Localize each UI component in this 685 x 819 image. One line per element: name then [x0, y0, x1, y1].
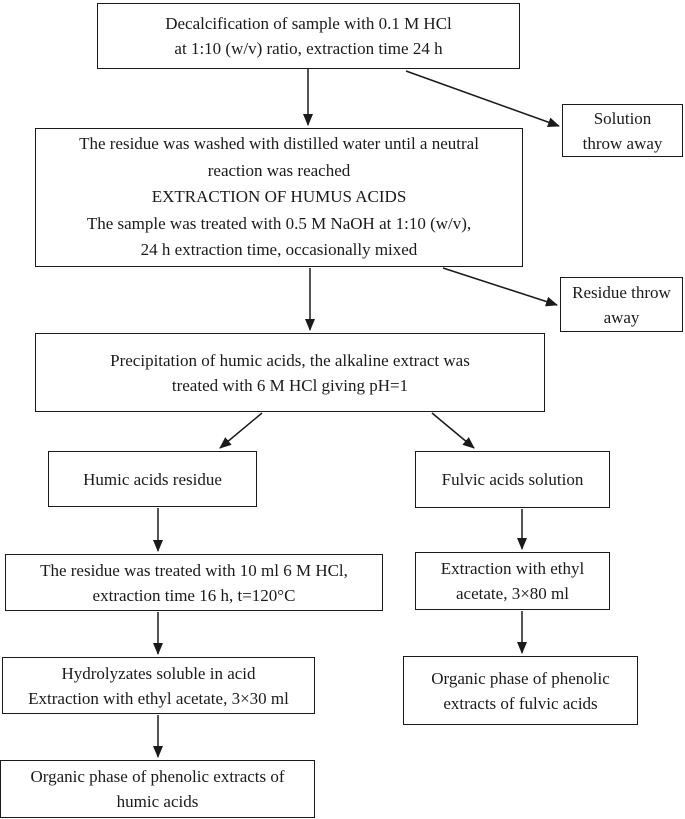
box-residue-throw-away: Residue throw away: [560, 277, 683, 332]
text-line: reaction was reached: [207, 160, 351, 180]
box-solution-throw-away: Solution throw away: [562, 104, 683, 157]
text-line: acetate, 3×80 ml: [456, 584, 569, 603]
arrow-decalcification-to-solution-throw-away: [405, 70, 560, 127]
text-line: Precipitation of humic acids, the alkali…: [110, 350, 470, 370]
text-line: Hydrolyzates soluble in acid: [61, 663, 256, 683]
text-line: Solution: [593, 108, 652, 128]
text-line: extraction time 16 h, t=120°C: [92, 585, 296, 605]
box-residue-washed: The residue was washed with distilled wa…: [35, 128, 523, 267]
box-humic-acids-residue: Humic acids residue: [48, 451, 257, 507]
text-line: The sample was treated with 0.5 M NaOH a…: [86, 213, 472, 233]
text-line: away: [603, 307, 640, 327]
text-line: Fulvic acids solution: [441, 470, 584, 489]
box-residue-treated-hcl: The residue was treated with 10 ml 6 M H…: [5, 554, 383, 611]
arrow-precipitation-to-fulvic-solution: [431, 412, 475, 449]
text-line: Humic acids residue: [83, 469, 222, 489]
text-line: throw away: [582, 133, 663, 153]
text-line: Extraction with ethyl: [440, 559, 585, 578]
box-fulvic-acids-solution: Fulvic acids solution: [415, 451, 610, 508]
text-line: extracts of fulvic acids: [443, 693, 598, 713]
text-line: The residue was washed with distilled wa…: [79, 134, 479, 154]
text-line: The residue was treated with 10 ml 6 M H…: [40, 560, 348, 580]
box-hydrolyzates: Hydrolyzates soluble in acid Extraction …: [2, 657, 315, 714]
text-line: treated with 6 M HCl giving pH=1: [171, 375, 409, 395]
arrow-precipitation-to-humic-residue: [219, 412, 263, 449]
box-decalcification: Decalcification of sample with 0.1 M HCl…: [97, 3, 520, 69]
box-ethyl-acetate-80: Extraction with ethyl acetate, 3×80 ml: [415, 552, 610, 610]
text-line: Organic phase of phenolic extracts of: [30, 767, 285, 786]
text-line: 24 h extraction time, occasionally mixed: [140, 240, 418, 260]
text-line: at 1:10 (w/v) ratio, extraction time 24 …: [174, 39, 443, 58]
arrow-residue-washed-to-residue-throw-away: [442, 267, 558, 307]
text-line: humic acids: [116, 792, 199, 811]
text-line: Decalcification of sample with 0.1 M HCl: [165, 14, 452, 33]
text-line: Organic phase of phenolic: [431, 668, 610, 688]
box-organic-humic: Organic phase of phenolic extracts of hu…: [0, 760, 315, 818]
box-precipitation: Precipitation of humic acids, the alkali…: [35, 333, 545, 412]
text-line: Extraction with ethyl acetate, 3×30 ml: [28, 688, 289, 708]
text-line: Residue throw: [572, 282, 671, 302]
text-line: EXTRACTION OF HUMUS ACIDS: [151, 187, 407, 207]
box-organic-fulvic: Organic phase of phenolic extracts of fu…: [403, 656, 638, 725]
